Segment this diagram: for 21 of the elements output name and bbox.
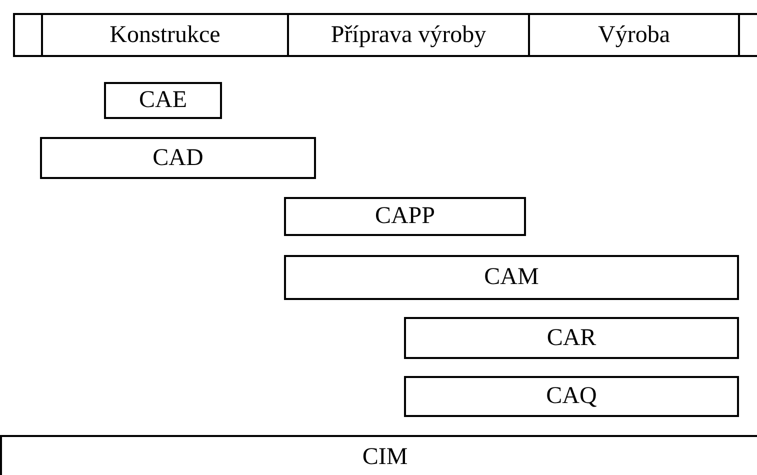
header-label: Konstrukce [110, 22, 220, 48]
bar-label: CAD [152, 144, 204, 172]
bar [284, 255, 739, 300]
header-label: Výroba [598, 22, 670, 48]
header-label: Příprava výroby [330, 22, 486, 48]
bar [0, 435, 757, 475]
bar [284, 197, 526, 236]
bar-label: CAE [139, 87, 187, 114]
bar [404, 376, 739, 417]
header-cell [41, 13, 289, 57]
bar-label: CAM [484, 264, 539, 291]
bar [404, 317, 739, 359]
bar [104, 82, 222, 119]
bar-label: CAR [546, 324, 596, 352]
header-cell [528, 13, 740, 57]
bar [40, 137, 316, 179]
empty-cell [13, 13, 43, 57]
bar-label: CAPP [374, 203, 436, 230]
bar-label: CIM [362, 444, 408, 471]
bar-label: CAQ [546, 383, 597, 410]
header-cell [287, 13, 530, 57]
